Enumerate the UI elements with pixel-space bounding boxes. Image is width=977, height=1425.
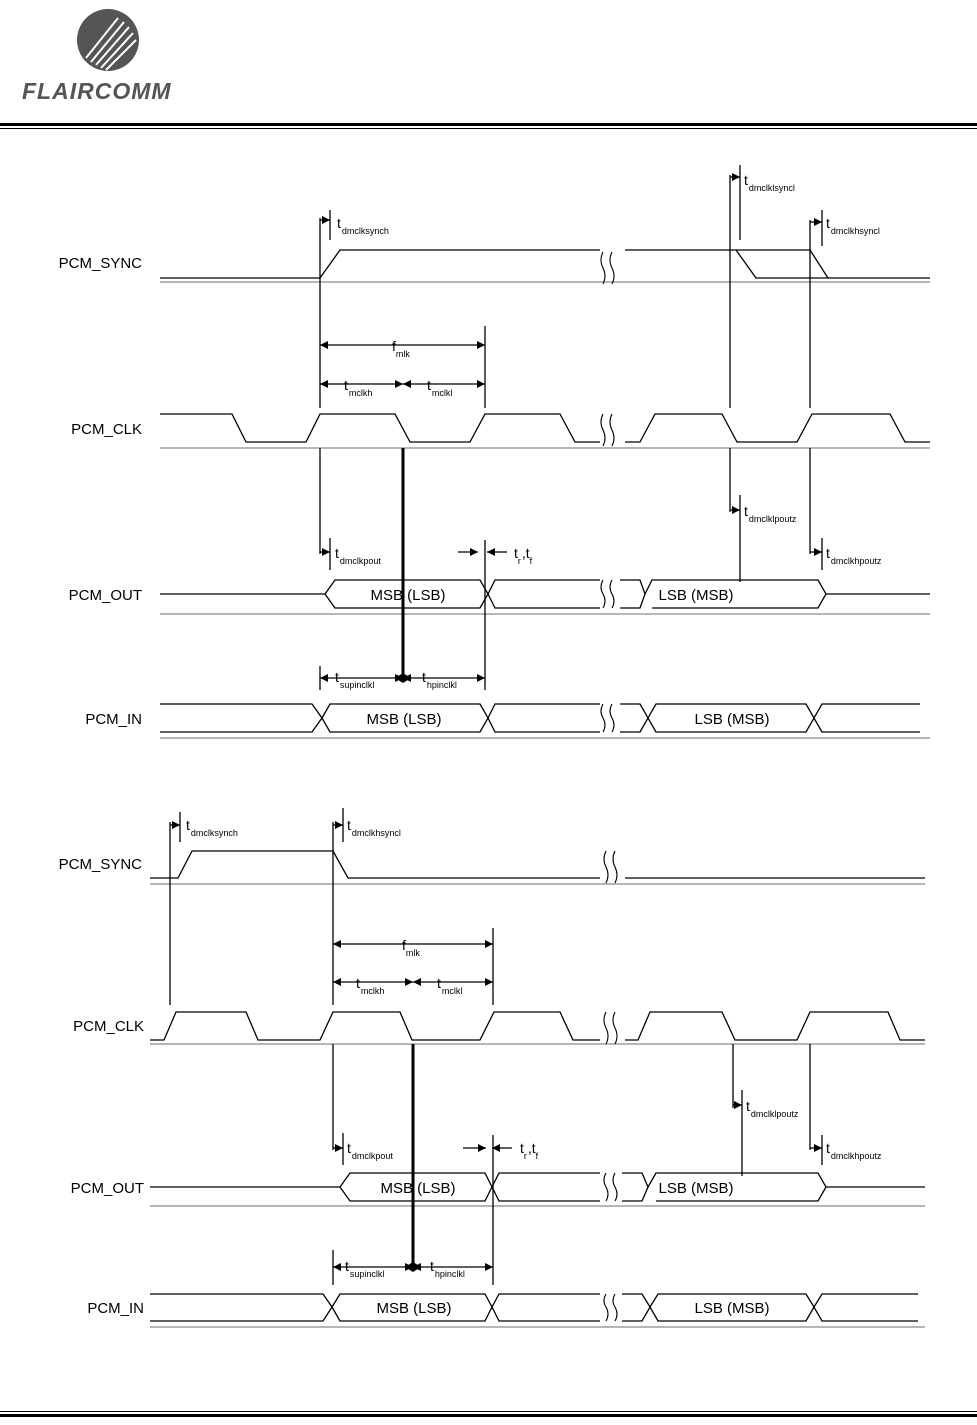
timing-label-1-dmclkpout: tdmclkpout — [335, 545, 381, 566]
timing-label-2-hpinclkl: thpinclkl — [430, 1258, 465, 1279]
timing-label-2-trtf: tr,tf — [520, 1140, 539, 1161]
header-rule-thin — [0, 128, 977, 129]
label-pcm-in-2: PCM_IN — [87, 1300, 144, 1317]
timing-label-1-dmclklsyncl: tdmclklsyncl — [744, 172, 795, 193]
timing-label-1-dmclklpoutz: tdmclklpoutz — [744, 503, 797, 524]
timing-label-1-trtf: tr,tf — [514, 545, 533, 566]
label-pcm-out-2: PCM_OUT — [71, 1180, 144, 1197]
pcm-out-cell-2a: MSB (LSB) — [380, 1180, 455, 1197]
timing-label-1-dmclkhsyncl: tdmclkhsyncl — [826, 215, 880, 236]
timing-label-2-dmclkhsyncl: tdmclkhsyncl — [347, 817, 401, 838]
pcm-in-waveform-2: MSB (LSB) LSB (MSB) — [150, 1293, 925, 1328]
pcm-out-waveform-1: MSB (LSB) LSB (MSB) — [160, 579, 930, 615]
pcm-in-cell-1b: LSB (MSB) — [694, 711, 769, 728]
timing-label-2-mclkl: tmclkl — [437, 975, 462, 996]
timing-label-1-mclkl: tmclkl — [427, 377, 452, 398]
timing-label-1-fmlk: fmlk — [392, 338, 410, 359]
timing-label-1-dmclksynch: tdmclksynch — [337, 215, 389, 236]
label-pcm-out-1: PCM_OUT — [69, 587, 142, 604]
timing-label-1-dmclkhpoutz: tdmclkhpoutz — [826, 545, 882, 566]
pcm-sync-waveform-1 — [160, 249, 930, 285]
timing-diagram-1: PCM_SYNC PCM_CLK PCM_OUT PCM_IN — [59, 165, 930, 739]
timing-label-2-dmclkpout: tdmclkpout — [347, 1140, 393, 1161]
pcm-in-waveform-1: MSB (LSB) LSB (MSB) — [160, 703, 930, 739]
label-pcm-sync-1: PCM_SYNC — [59, 255, 143, 272]
footer-rule-thin — [0, 1411, 977, 1412]
timing-label-2-dmclklpoutz: tdmclklpoutz — [746, 1098, 799, 1119]
label-pcm-sync-2: PCM_SYNC — [59, 856, 143, 873]
header-rule-thick — [0, 123, 977, 126]
timing-label-1-mclkh: tmclkh — [344, 377, 372, 398]
timing-label-1-hpinclkl: thpinclkl — [422, 669, 457, 690]
brand-name: FLAIRCOMM — [22, 78, 172, 104]
label-pcm-clk-1: PCM_CLK — [71, 421, 142, 438]
label-pcm-in-1: PCM_IN — [85, 711, 142, 728]
timing-label-2-dmclkhpoutz: tdmclkhpoutz — [826, 1140, 882, 1161]
pcm-clk-waveform-1 — [160, 413, 930, 449]
timing-label-2-dmclksynch: tdmclksynch — [186, 817, 238, 838]
pcm-out-waveform-2: MSB (LSB) LSB (MSB) — [150, 1172, 925, 1207]
pcm-in-cell-2a: MSB (LSB) — [376, 1300, 451, 1317]
sample-point-diamond-1 — [395, 673, 411, 683]
timing-label-2-fmlk: fmlk — [402, 937, 420, 958]
pcm-out-cell-1a: MSB (LSB) — [370, 587, 445, 604]
timing-label-1-supinclkl: tsupinclkl — [335, 669, 374, 690]
pcm-out-cell-2b: LSB (MSB) — [658, 1180, 733, 1197]
timing-label-2-mclkh: tmclkh — [356, 975, 384, 996]
pcm-sync-waveform-2 — [150, 850, 925, 885]
pcm-clk-waveform-2 — [150, 1011, 925, 1045]
pcm-out-cell-1b: LSB (MSB) — [658, 587, 733, 604]
timing-diagram-2: PCM_SYNC PCM_CLK PCM_OUT PCM_IN — [59, 808, 925, 1328]
pcm-in-cell-1a: MSB (LSB) — [366, 711, 441, 728]
label-pcm-clk-2: PCM_CLK — [73, 1018, 144, 1035]
pcm-in-cell-2b: LSB (MSB) — [694, 1300, 769, 1317]
sample-point-diamond-2 — [405, 1262, 421, 1272]
footer-rule-thick — [0, 1414, 977, 1417]
flaircomm-logo — [77, 9, 139, 71]
timing-label-2-supinclkl: tsupinclkl — [345, 1258, 384, 1279]
